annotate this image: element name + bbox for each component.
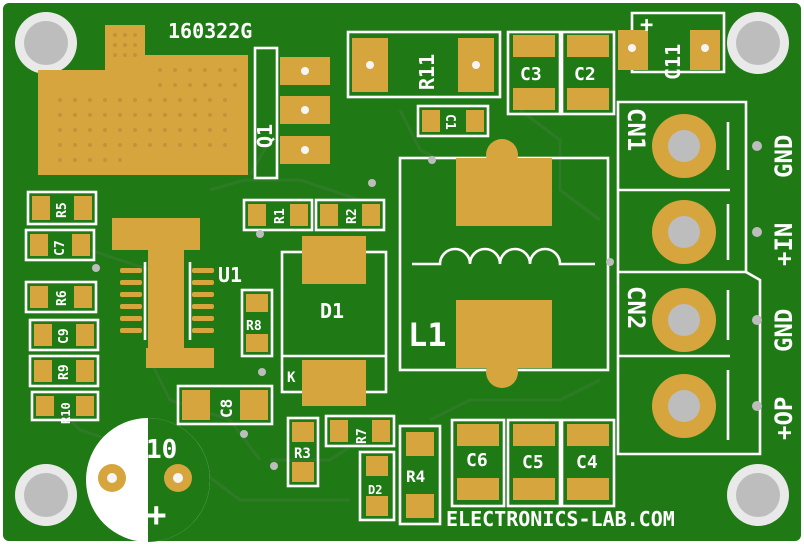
c8-footprint <box>176 384 274 426</box>
board-code: 160322G <box>168 19 252 43</box>
c1-footprint <box>416 104 490 138</box>
label-c3: C3 <box>520 64 542 85</box>
label-c4: C4 <box>576 452 598 473</box>
label-c6: C6 <box>466 450 488 471</box>
label-d2: D2 <box>368 483 382 497</box>
c10-footprint <box>86 418 210 542</box>
label-r11: R11 <box>415 54 439 90</box>
label-r4: R4 <box>406 467 425 486</box>
label-gnd1: GND <box>770 135 798 178</box>
label-c10-plus: + <box>146 495 166 535</box>
label-c10: 10 <box>146 435 177 465</box>
r1-r2-footprints <box>242 198 386 232</box>
d1-footprint <box>280 236 388 406</box>
label-c1: C1 <box>442 114 457 130</box>
label-op: +OP <box>770 397 798 440</box>
label-c9: C9 <box>57 328 72 344</box>
label-r6: R6 <box>55 290 70 306</box>
label-gnd2: GND <box>770 309 798 352</box>
mounting-holes <box>15 12 789 526</box>
label-r8: R8 <box>246 319 262 334</box>
u1-footprint <box>112 218 214 368</box>
label-r3: R3 <box>294 446 311 462</box>
label-l1: L1 <box>408 316 447 354</box>
label-c11: C11 <box>661 44 685 80</box>
label-q1: Q1 <box>253 124 277 148</box>
label-r10: R10 <box>59 402 73 424</box>
lower-middle-footprints <box>286 414 442 526</box>
left-smd-footprints <box>24 190 100 422</box>
label-r2: R2 <box>345 208 360 224</box>
label-c5: C5 <box>522 452 544 473</box>
label-c2: C2 <box>574 64 596 85</box>
label-k: K <box>287 370 296 386</box>
c3-c2-footprints <box>506 30 616 116</box>
r8-footprint <box>240 288 274 358</box>
terminal-connectors <box>616 100 762 456</box>
label-u1: U1 <box>218 263 242 287</box>
label-cn1: CN1 <box>622 108 650 151</box>
label-c8: C8 <box>217 399 236 418</box>
label-c7: C7 <box>53 240 68 256</box>
label-r5: R5 <box>55 202 70 218</box>
label-r1: R1 <box>273 208 288 224</box>
l1-footprint <box>398 139 610 388</box>
vias <box>92 156 614 470</box>
c11-footprint <box>618 11 726 74</box>
label-cn2: CN2 <box>622 286 650 329</box>
label-r7: R7 <box>355 428 370 444</box>
label-d1: D1 <box>320 299 344 323</box>
label-r9: R9 <box>57 364 72 380</box>
footer-text: ELECTRONICS-LAB.COM <box>446 507 675 531</box>
label-in: +IN <box>770 223 798 266</box>
q1-footprint <box>38 25 330 180</box>
label-c11-plus: + <box>640 13 653 38</box>
r11-footprint <box>346 30 502 99</box>
c6-c5-c4-footprints <box>450 418 616 508</box>
